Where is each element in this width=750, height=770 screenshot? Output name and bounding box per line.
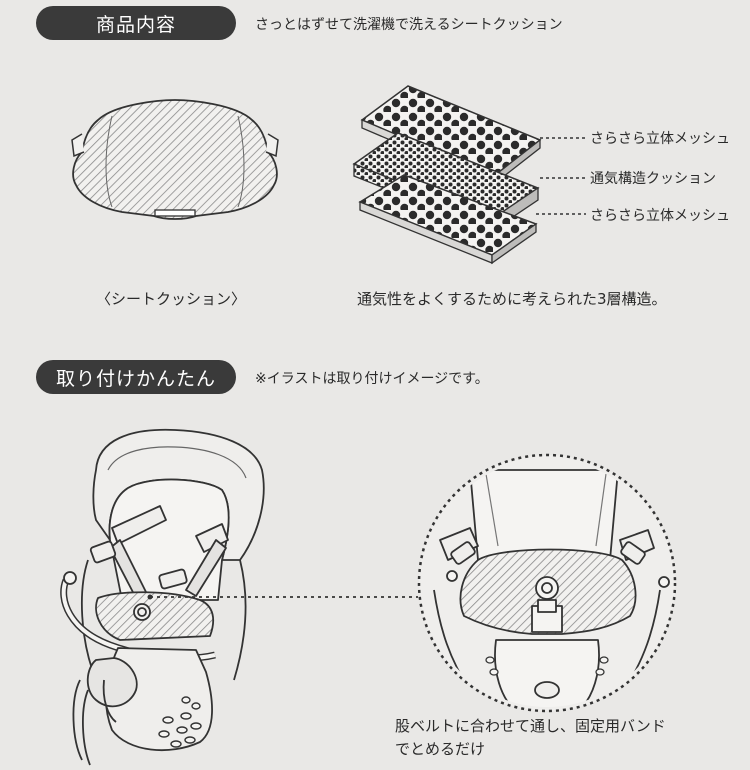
layer-label-top: さらさら立体メッシュ [590,131,730,147]
cushion-caption: 〈シートクッション〉 [96,290,247,308]
layer-label-middle: 通気構造クッション [590,171,716,187]
seat-cushion-illustration [71,99,279,220]
product-tagline: さっとはずせて洗濯機で洗えるシートクッション [255,17,563,33]
section-title-easy-install: 取り付けかんたん [36,360,236,394]
layer-label-bottom: さらさら立体メッシュ [590,208,730,224]
detail-caption-line2: でとめるだけ [395,740,486,758]
layers-caption: 通気性をよくするために考えられた3層構造。 [357,290,667,308]
illustration-note: ※イラストは取り付けイメージです。 [255,371,489,387]
detail-caption-line1: 股ベルトに合わせて通し、固定用バンド [395,717,666,735]
child-seat-illustration [60,428,265,766]
section-title-product-contents: 商品内容 [36,6,236,40]
detail-zoom-illustration [417,453,677,713]
layer-structure-illustration [352,85,586,265]
